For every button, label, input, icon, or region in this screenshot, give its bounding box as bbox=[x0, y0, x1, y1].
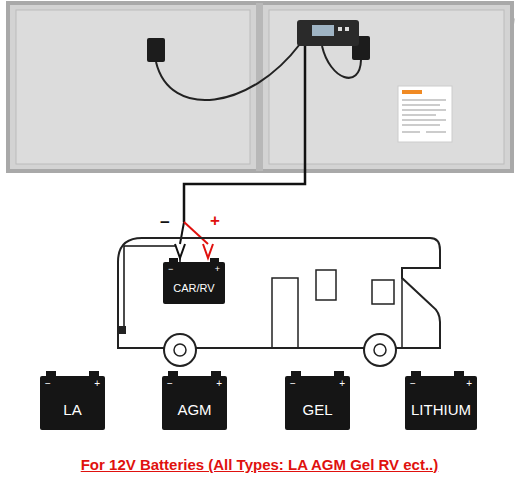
rv-door bbox=[272, 278, 298, 348]
battery: − +CAR/RV bbox=[163, 262, 225, 304]
panel-wire bbox=[322, 46, 361, 78]
controller-display bbox=[312, 25, 334, 36]
battery-label: CAR/RV bbox=[173, 283, 214, 294]
battery: − + GEL bbox=[285, 376, 350, 430]
rv-lamp bbox=[119, 326, 126, 334]
positive-lead bbox=[184, 222, 208, 244]
terminal-sign: − bbox=[45, 379, 51, 389]
terminal-sign: − bbox=[167, 379, 173, 389]
rv-hub bbox=[174, 344, 186, 356]
panel-hinge bbox=[256, 3, 263, 171]
terminal-sign: + bbox=[216, 379, 222, 389]
battery-label: LA bbox=[63, 402, 81, 417]
rv-window bbox=[316, 270, 336, 300]
polarity-label: − bbox=[160, 214, 170, 231]
panel-frame bbox=[261, 3, 512, 171]
sticker-lines bbox=[402, 100, 446, 132]
rv-cab-line bbox=[401, 268, 403, 348]
positive-clip bbox=[203, 244, 213, 258]
battery-label: LITHIUM bbox=[411, 402, 471, 417]
junction-box bbox=[147, 38, 165, 62]
terminal-sign: + bbox=[339, 379, 345, 389]
rv-wheel bbox=[364, 334, 396, 366]
panel-wire bbox=[156, 44, 300, 100]
sticker-logo bbox=[402, 90, 422, 94]
controller-button bbox=[345, 27, 349, 31]
negative-clip bbox=[175, 244, 185, 258]
negative-lead bbox=[180, 222, 184, 244]
terminal-sign: − bbox=[410, 379, 416, 389]
battery: − + AGM bbox=[162, 376, 227, 430]
caption: For 12V Batteries (All Types: LA AGM Gel… bbox=[0, 456, 519, 473]
panel-frame bbox=[8, 3, 258, 171]
polarity-label: + bbox=[210, 212, 220, 229]
rv-window bbox=[372, 280, 394, 304]
battery: − + LITHIUM bbox=[405, 376, 477, 430]
charge-controller bbox=[297, 20, 359, 46]
spec-sticker bbox=[398, 86, 452, 142]
panel-back bbox=[16, 10, 250, 164]
terminal-sign: + bbox=[94, 379, 100, 389]
battery-label: AGM bbox=[177, 402, 211, 417]
rv-hub bbox=[374, 344, 386, 356]
battery-label: GEL bbox=[302, 402, 332, 417]
rv-outline bbox=[118, 238, 440, 348]
battery-terminals bbox=[46, 258, 464, 377]
controller-button bbox=[338, 27, 342, 31]
rv-wheel bbox=[164, 334, 196, 366]
terminal-sign: + bbox=[215, 265, 220, 274]
terminal-sign: − bbox=[290, 379, 296, 389]
output-cable bbox=[184, 46, 305, 222]
battery: − + LA bbox=[40, 376, 105, 430]
terminal-sign: + bbox=[466, 379, 472, 389]
terminal-sign: − bbox=[168, 265, 173, 274]
